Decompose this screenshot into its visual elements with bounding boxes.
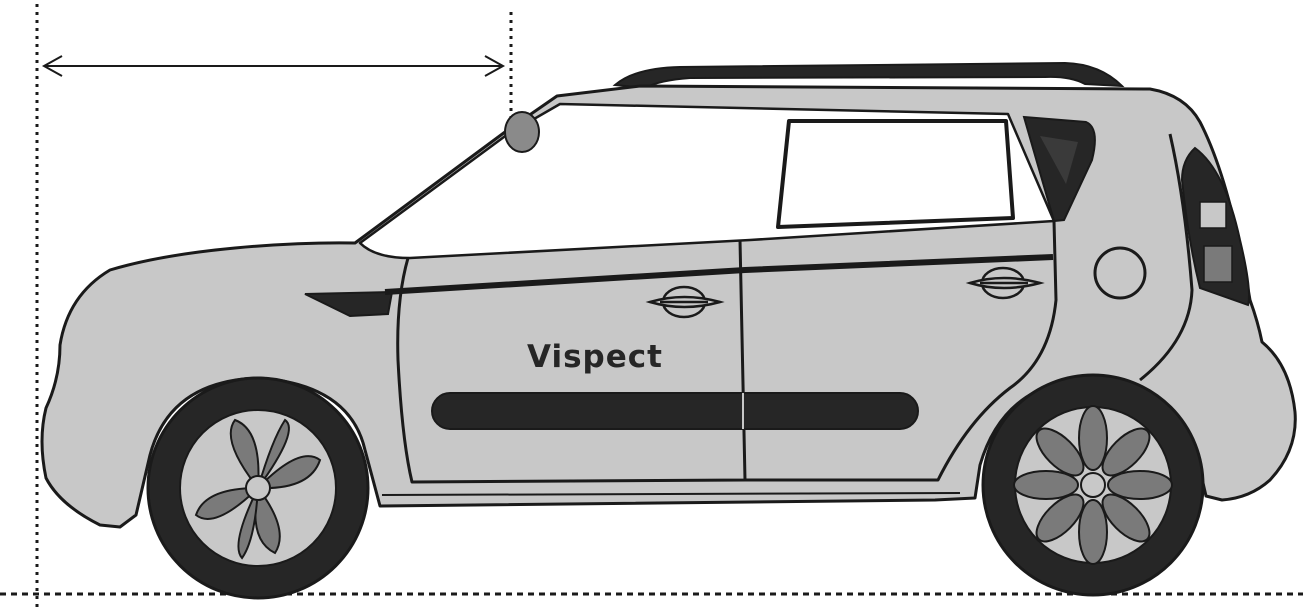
tail-light-segment [1199,201,1227,229]
rear-door-handle [965,266,1045,300]
rear-wheel [981,373,1205,597]
front-door-outline [396,239,747,484]
front-door-handle [645,285,725,319]
front-wheel [146,376,370,600]
belt-line [384,254,1054,295]
rear-quarter-glass-highlight [1040,136,1078,184]
side-trim-strip [431,392,919,430]
rear-pillar-line [1139,133,1194,382]
roof-rail [612,61,1125,90]
rear-door-outline [745,220,1058,482]
distance-arrow [41,55,506,77]
fender-accent [304,290,394,318]
fuel-cap [1093,246,1147,300]
rocker-line [381,492,961,496]
tail-light-segment [1203,245,1233,283]
camera-mount [504,111,540,153]
rear-wheel-spokes [1013,405,1173,565]
rear-side-window [776,119,1015,229]
brand-label: Vispect [527,339,663,375]
front-wheel-spokes [194,418,322,560]
